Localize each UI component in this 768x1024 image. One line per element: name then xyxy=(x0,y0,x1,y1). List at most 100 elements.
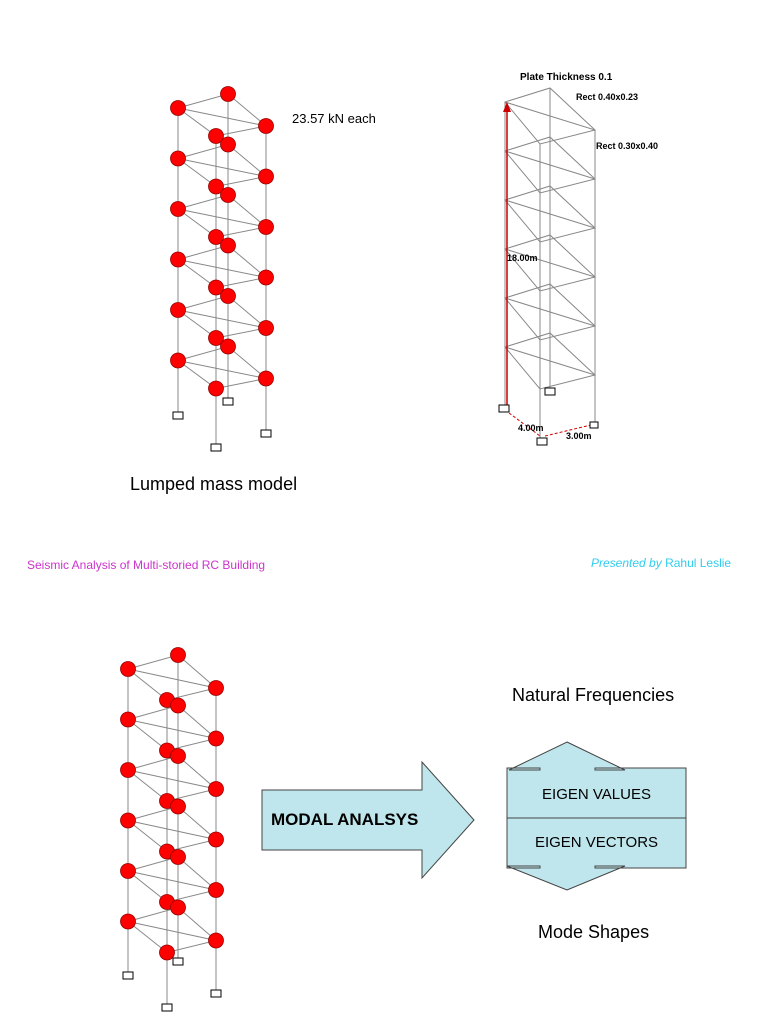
mass-node xyxy=(120,762,136,778)
modal-analysis-label: MODAL ANALSYS xyxy=(271,810,419,829)
floor-diagonal xyxy=(127,769,217,790)
frame-model-lines xyxy=(504,87,597,438)
mass-node xyxy=(170,647,186,663)
frame-floor-diagonal xyxy=(504,150,596,180)
mass-node xyxy=(208,380,224,397)
supports-right xyxy=(498,387,599,446)
lumped-masses-2 xyxy=(120,647,224,961)
floor-diagonal xyxy=(127,668,217,689)
rect-beam-label: Rect 0.40x0.23 xyxy=(576,92,639,102)
presenter-name: Rahul Leslie xyxy=(665,556,732,570)
mass-node xyxy=(120,863,136,879)
mass-node xyxy=(208,178,224,195)
width-label-1: 4.00m xyxy=(518,423,544,433)
mass-node xyxy=(170,352,186,369)
floor-diagonal xyxy=(177,309,267,329)
footer-presenter: Presented by Rahul Leslie xyxy=(591,556,731,570)
mass-node xyxy=(120,812,136,829)
mass-node xyxy=(208,279,224,296)
floor-outline xyxy=(127,805,218,853)
frame-floor-diagonal xyxy=(504,248,596,278)
mass-node xyxy=(220,338,236,355)
eigen-vectors-label: EIGEN VECTORS xyxy=(534,834,659,851)
floor-outline xyxy=(127,906,218,954)
floor-diagonal xyxy=(177,259,267,278)
mass-node xyxy=(170,150,186,167)
floor-outline xyxy=(177,295,268,339)
mass-node xyxy=(208,781,224,797)
mass-node xyxy=(208,882,224,898)
floor-outline xyxy=(177,194,268,238)
mass-node xyxy=(120,661,136,677)
frame-floor-diagonal xyxy=(504,101,596,131)
floor-diagonal xyxy=(127,921,217,941)
mass-node xyxy=(170,697,186,714)
floor-outline xyxy=(177,244,268,289)
mass-node xyxy=(170,748,186,764)
floor-outline xyxy=(177,345,268,390)
supports-left xyxy=(172,397,272,452)
mass-node xyxy=(258,320,274,336)
mass-node xyxy=(159,944,175,961)
mass-node xyxy=(170,201,186,217)
floor-outline xyxy=(127,654,218,701)
eigen-values-label: EIGEN VALUES xyxy=(542,786,651,803)
floor-diagonal xyxy=(177,360,267,379)
mass-node xyxy=(208,831,224,848)
presented-by: Presented by xyxy=(591,556,662,570)
mass-node xyxy=(258,118,274,134)
mass-node xyxy=(258,168,274,185)
mass-node xyxy=(208,229,224,245)
mass-node xyxy=(258,269,274,286)
width-label-2: 3.00m xyxy=(566,431,592,441)
lumped-masses xyxy=(170,86,274,397)
lumped-caption: Lumped mass model xyxy=(130,474,298,494)
mass-node xyxy=(170,849,186,865)
mass-node xyxy=(170,899,186,916)
floor-outline xyxy=(127,856,218,903)
mass-node xyxy=(170,798,186,815)
mass-node xyxy=(258,219,274,235)
mass-node xyxy=(220,288,236,304)
height-label: 18.00m xyxy=(507,253,538,263)
modal-analysis-arrow xyxy=(261,760,475,880)
floor-diagonal xyxy=(177,208,267,228)
floor-diagonal xyxy=(127,719,217,739)
mass-label: 23.57 kN each xyxy=(292,111,376,126)
base-dim-2 xyxy=(544,423,596,437)
mass-node xyxy=(220,86,236,102)
frame-floor-diagonal xyxy=(504,297,596,327)
frame-floor-diagonal xyxy=(504,346,596,376)
floor-diagonal xyxy=(127,870,217,891)
mass-node xyxy=(208,128,224,144)
mode-shapes-label: Mode Shapes xyxy=(538,922,650,942)
floor-diagonal xyxy=(127,820,217,840)
floor-diagonal xyxy=(177,107,267,127)
mass-node xyxy=(208,330,224,346)
base-dim-1 xyxy=(504,409,541,437)
mass-node xyxy=(220,187,236,203)
floor-outline xyxy=(127,704,218,752)
mass-node xyxy=(120,913,136,930)
mass-node xyxy=(220,136,236,153)
height-arrow-top xyxy=(503,102,511,112)
mass-node xyxy=(170,302,186,318)
floor-outline xyxy=(177,143,268,188)
mass-node xyxy=(208,680,224,696)
floor-outline xyxy=(127,755,218,802)
supports-left-2 xyxy=(122,957,222,1012)
mass-node xyxy=(258,370,274,387)
natural-frequencies-label: Natural Frequencies xyxy=(512,685,675,705)
mass-node xyxy=(170,100,186,116)
floor-outline xyxy=(177,93,268,137)
mass-node xyxy=(120,711,136,728)
frame-floor-diagonal xyxy=(504,199,596,229)
eigen-double-arrow xyxy=(506,741,687,891)
footer-title: Seismic Analysis of Multi-storied RC Bui… xyxy=(27,558,266,572)
floor-diagonal xyxy=(177,158,267,177)
plate-thickness-label: Plate Thickness 0.1 xyxy=(520,72,613,83)
mass-node xyxy=(220,237,236,254)
mass-node xyxy=(208,730,224,747)
mass-node xyxy=(170,251,186,268)
